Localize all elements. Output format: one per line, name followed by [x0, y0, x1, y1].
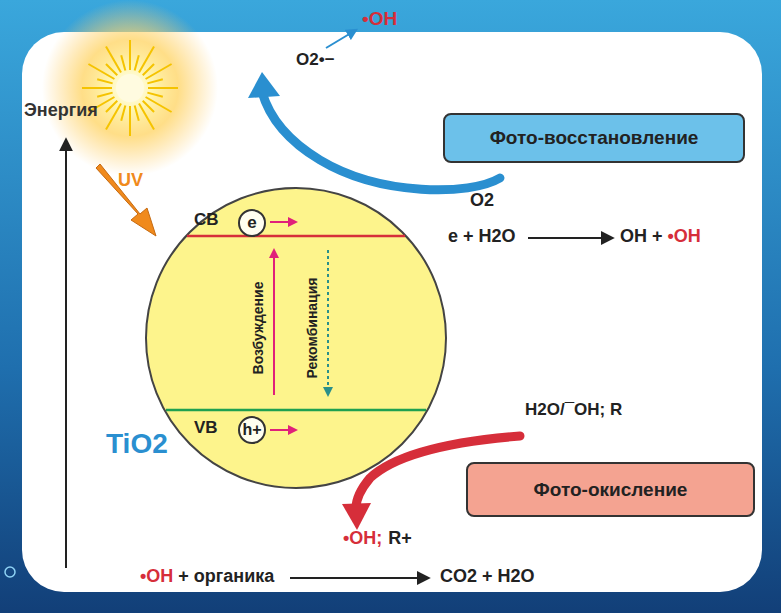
sun-ray — [148, 87, 178, 89]
excitation-arrow — [273, 250, 275, 395]
sun-ray — [143, 101, 154, 112]
electron-label: e — [247, 213, 256, 233]
uv-arrow — [96, 164, 156, 236]
tio2-particle — [146, 188, 446, 488]
annotation-label: CO2 + H2O — [440, 566, 535, 587]
sun-ray — [146, 97, 172, 112]
superoxide-arrow — [326, 30, 356, 48]
hole-symbol: h+ — [238, 416, 266, 444]
sun-ray — [106, 46, 121, 72]
sun-rays — [82, 40, 178, 136]
oxidation-head — [342, 503, 371, 530]
sun-ray — [106, 104, 121, 130]
annotation-label: •OH — [140, 566, 173, 587]
annotation-label: TiO2 — [106, 428, 168, 460]
sun-ray — [147, 79, 162, 83]
annotation-label: + органика — [178, 566, 274, 587]
vb-level — [166, 409, 426, 412]
sun-ray — [139, 104, 154, 130]
electron-symbol: e — [238, 209, 266, 237]
sun-ray — [143, 64, 154, 75]
sun-ray — [97, 79, 112, 83]
annotation-label: •OH — [668, 226, 701, 247]
sun-ray — [88, 64, 114, 79]
bullet-mark — [5, 567, 15, 577]
sun-ray — [97, 93, 112, 97]
band-label: VB — [194, 418, 218, 438]
annotation-label: UV — [118, 170, 143, 191]
hole-arrow — [270, 429, 296, 431]
annotation-label: •OH; — [343, 528, 382, 549]
sun-ray — [146, 64, 172, 79]
sun-ray — [121, 105, 125, 120]
sun-ray — [135, 105, 139, 120]
sun-ray — [106, 101, 117, 112]
reaction-arrow — [528, 237, 612, 239]
annotation-label: O2•− — [296, 50, 335, 70]
annotation-label: e + H2O — [448, 226, 516, 247]
sun-ray — [106, 64, 117, 75]
cb-level — [187, 235, 405, 238]
sun-ray — [139, 46, 154, 72]
sun-ray — [135, 55, 139, 70]
annotation-label: R+ — [388, 528, 412, 549]
sun-ray — [129, 40, 131, 70]
sun-ray — [82, 87, 112, 89]
recombination-arrow — [327, 250, 329, 395]
electron-arrow — [270, 221, 296, 223]
hole-label: h+ — [242, 421, 261, 439]
sun-glow — [42, 0, 218, 176]
sun-ray — [147, 93, 162, 97]
sun-ray — [129, 106, 131, 136]
annotation-label: OH + — [620, 226, 663, 247]
band-label: CB — [194, 210, 219, 230]
reaction-arrow — [290, 577, 428, 579]
sun-core — [116, 74, 144, 102]
energy-axis — [65, 140, 67, 568]
sun-ray — [121, 55, 125, 70]
process-box: Фото-восстановление — [443, 113, 745, 163]
annotation-label: Энергия — [24, 100, 98, 121]
process-label: Рекомбинация — [304, 277, 320, 378]
process-box: Фото-окисление — [466, 462, 755, 517]
process-label: Возбуждение — [250, 282, 266, 375]
annotation-label: •OH — [362, 8, 397, 30]
annotation-label: H2O/¯OH; R — [525, 400, 622, 420]
box-label: Фото-окисление — [534, 479, 688, 501]
reduction-head — [248, 72, 280, 98]
box-label: Фото-восстановление — [490, 127, 699, 149]
tio2-particle: CB Возбуждение РекомбинацияVB e h+ — [146, 188, 446, 488]
annotation-label: O2 — [470, 190, 494, 211]
